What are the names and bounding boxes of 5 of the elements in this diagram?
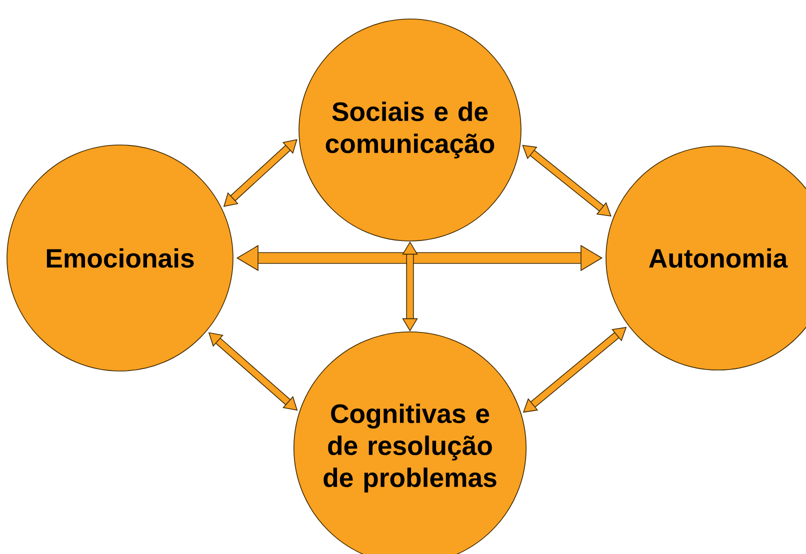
circle-node: Cognitivas e de resolução de problemas bbox=[293, 332, 527, 554]
circle-node: Emocionais bbox=[6, 144, 234, 372]
circle-node: Autonomia bbox=[606, 146, 806, 370]
circle-node: Sociais e de comunicação bbox=[298, 18, 522, 242]
double-arrow bbox=[522, 144, 612, 216]
